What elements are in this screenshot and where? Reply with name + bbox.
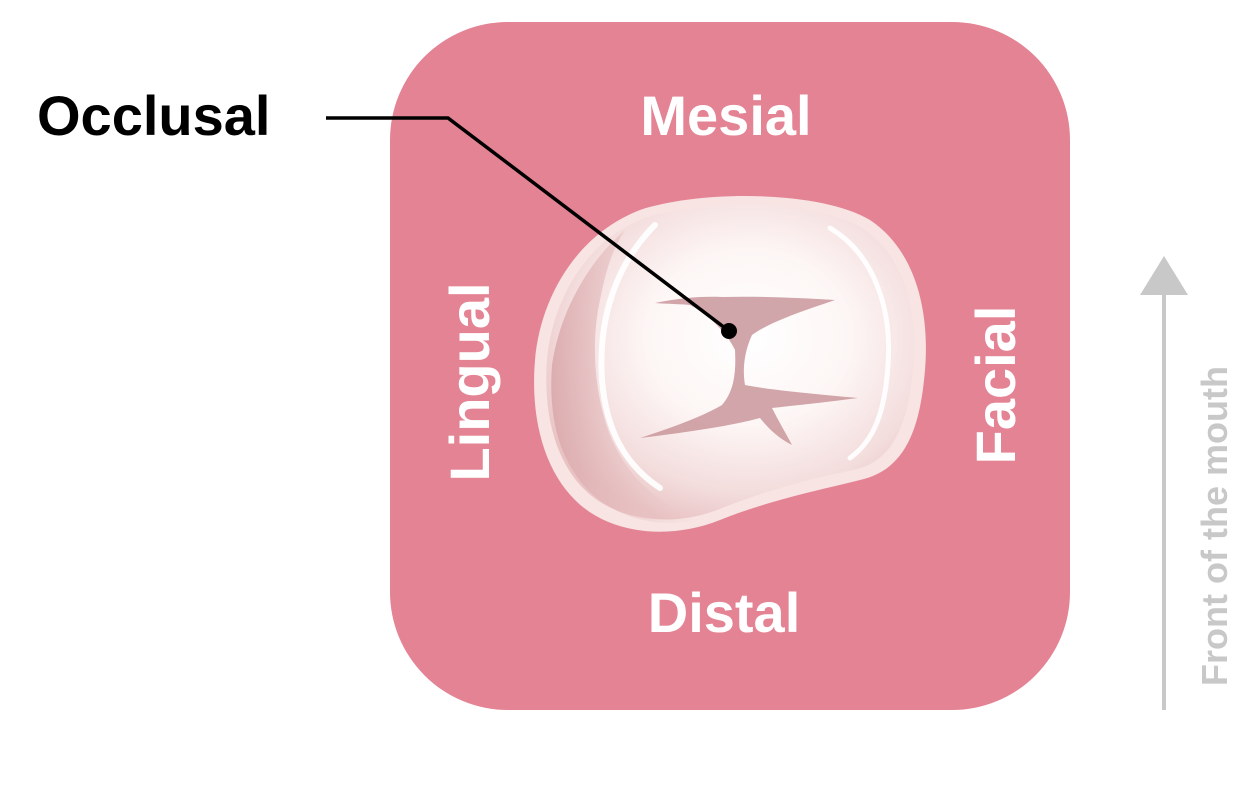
tooth-crown <box>546 205 915 520</box>
tooth-fissure-pattern <box>640 296 858 445</box>
tooth-highlight-right <box>827 225 892 461</box>
facial-label: Facial <box>964 306 1027 465</box>
distal-label: Distal <box>648 581 801 644</box>
occlusal-callout-line <box>326 116 731 333</box>
tooth-highlight-left <box>598 222 663 491</box>
front-of-mouth-arrow-head <box>1140 256 1188 295</box>
lingual-label: Lingual <box>438 282 501 481</box>
occlusal-callout-dot <box>721 323 737 339</box>
mesial-label: Mesial <box>640 84 811 147</box>
tooth-lingual-shading <box>551 230 700 523</box>
occlusal-label: Occlusal <box>37 84 270 147</box>
front-of-mouth-label: Front of the mouth <box>1194 366 1235 686</box>
